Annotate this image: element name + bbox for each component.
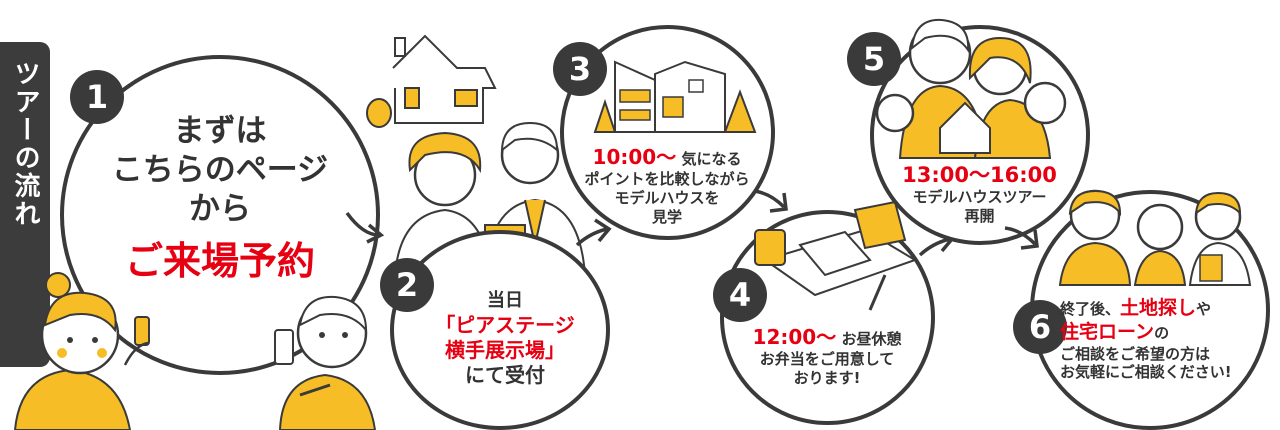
- model-houses-illustration: [593, 60, 757, 133]
- step-2-venue-line-2: 横手展示場」: [445, 337, 565, 362]
- step-2-number: 2: [380, 258, 434, 312]
- step-6-line-3: ご相談をご希望の方は: [1060, 344, 1211, 363]
- step-2-text: 当日 「ピアステージ 横手展示場」 にて受付: [420, 290, 590, 388]
- land-search-text: 土地探し: [1120, 297, 1197, 319]
- step-3-text: 10:00～ 気になる ポイントを比較しながら モデルハウスを 見学: [572, 145, 762, 226]
- arrow-1-2: [345, 211, 385, 244]
- step-4-line-2: おります!: [793, 368, 861, 387]
- step-3-line-4: 見学: [651, 207, 682, 226]
- step-4-time: 12:00～: [752, 325, 837, 349]
- arrow-2-3: [575, 218, 612, 247]
- step-6-number: 6: [1013, 300, 1067, 354]
- family-illustration: [875, 18, 1067, 159]
- step-4-label: お昼休憩: [841, 330, 902, 348]
- step-1-line-1: まずは: [173, 113, 267, 149]
- step-6-mid: や: [1196, 300, 1212, 318]
- step-4-time-row: 12:00～ お昼休憩: [722, 325, 932, 350]
- step-1-line-3: から: [189, 190, 251, 227]
- step-6-line-1: 終了後、土地探しや: [1060, 297, 1270, 321]
- arrow-3-4: [753, 189, 788, 213]
- step-2-circle: [390, 230, 610, 430]
- step-6-line-2: 住宅ローンの: [1060, 321, 1270, 345]
- step-1-number: 1: [70, 70, 124, 124]
- step-2-line-end: にて受付: [465, 362, 545, 387]
- step-6-text: 終了後、土地探しや 住宅ローンの ご相談をご希望の方は お気軽にご相談ください!: [1060, 297, 1270, 382]
- step-6-line-4: お気軽にご相談ください!: [1060, 363, 1232, 382]
- step-1-text: まずは こちらのページ から ご来場予約: [80, 112, 360, 286]
- step-3-line-3: モデルハウスを: [614, 188, 720, 207]
- step-4-number: 4: [713, 268, 767, 322]
- step-2-line-1: 当日: [487, 290, 523, 311]
- consultation-illustration: [1058, 189, 1252, 286]
- step-3-number: 3: [553, 42, 607, 96]
- step-3-line-1: 気になる: [681, 150, 742, 168]
- arrow-5-6: [1004, 226, 1039, 250]
- step-6-suffix: の: [1154, 323, 1170, 342]
- man-with-phone-illustration: [274, 295, 377, 430]
- step-5-line-1: モデルハウスツアー: [912, 188, 1047, 207]
- lunch-box-illustration: [754, 200, 918, 311]
- house-illustration: [366, 34, 497, 128]
- woman-with-phone-illustration: [13, 272, 150, 430]
- step-3-line-2: ポイントを比較しながら: [584, 170, 750, 188]
- housing-loan-text: 住宅ローン: [1060, 320, 1155, 343]
- step-3-time: 10:00～: [592, 145, 677, 169]
- step-1-line-2: こちらのページ: [111, 151, 329, 188]
- reservation-link[interactable]: ご来場予約: [124, 239, 315, 284]
- step-5-text: 13:00～16:00 モデルハウスツアー 再開: [872, 162, 1087, 226]
- tour-flow-label: ツアーの流れ: [10, 60, 40, 228]
- step-4-text: 12:00～ お昼休憩 お弁当をご用意して おります!: [722, 325, 932, 388]
- step-4-line-1: お弁当をご用意して: [759, 350, 895, 368]
- step-5-number: 5: [847, 32, 901, 86]
- step-3-time-row: 10:00～ 気になる: [572, 145, 762, 170]
- step-2-venue-line-1: 「ピアステージ: [435, 312, 575, 337]
- side-tab: [0, 42, 50, 367]
- step-5-line-2: 再開: [964, 207, 995, 225]
- step-5-time: 13:00～16:00: [902, 163, 1057, 187]
- staff-illustration: [393, 121, 587, 276]
- step-6-prefix: 終了後、: [1060, 300, 1121, 318]
